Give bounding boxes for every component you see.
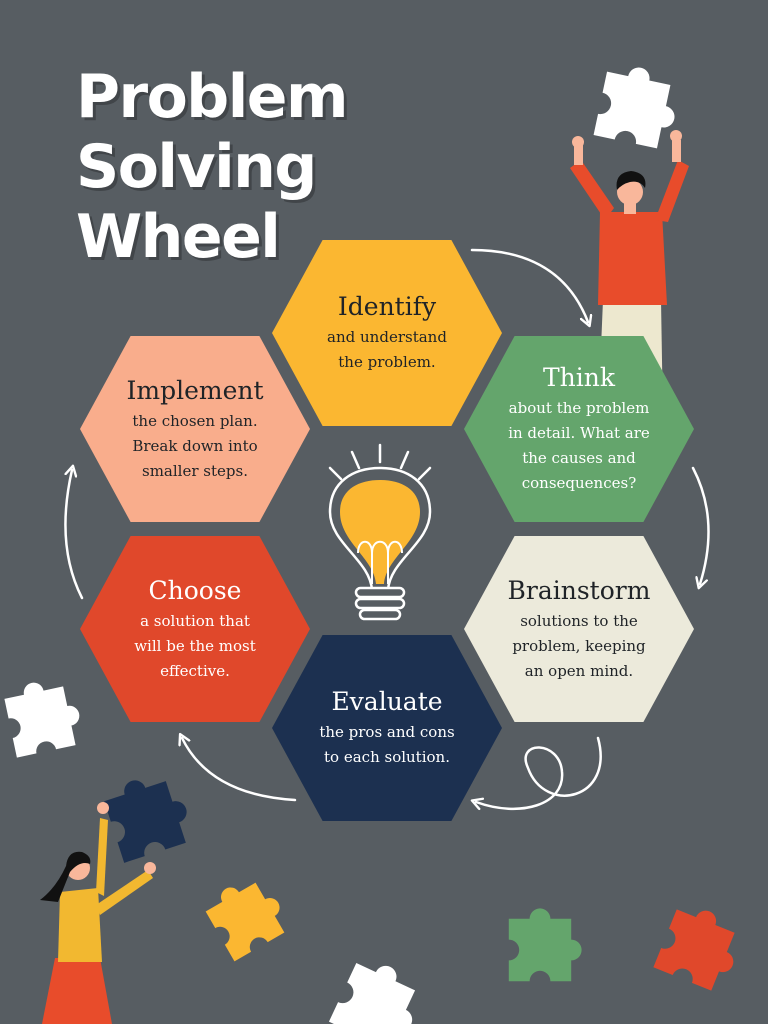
step-heading: Brainstorm xyxy=(507,575,651,605)
step-heading: Choose xyxy=(148,575,242,605)
puzzle-piece-icon xyxy=(508,908,582,982)
puzzle-piece-icon xyxy=(2,674,86,758)
page-title: Problem Solving Wheel xyxy=(76,62,349,272)
title-line-2: Solving xyxy=(76,132,317,202)
step-description: and understand the problem. xyxy=(327,328,447,371)
woman-figure xyxy=(40,802,156,1024)
step-description: the pros and cons to each solution. xyxy=(319,723,455,766)
step-heading: Implement xyxy=(126,375,264,405)
title-line-3: Wheel xyxy=(76,202,281,272)
step-identify: Identify and understand the problem. xyxy=(272,240,502,426)
puzzle-piece-icon xyxy=(593,61,684,151)
step-heading: Identify xyxy=(337,292,437,321)
step-description: about the problem in detail. What are th… xyxy=(508,399,650,492)
title-line-1: Problem xyxy=(76,62,349,132)
step-heading: Evaluate xyxy=(331,687,443,716)
step-brainstorm: Brainstorm solutions to the problem, kee… xyxy=(464,536,694,722)
step-description: solutions to the problem, keeping an ope… xyxy=(512,611,646,680)
step-description: the chosen plan. Break down into smaller… xyxy=(132,411,258,480)
step-description: a solution that will be the most effecti… xyxy=(134,611,256,680)
lightbulb-icon xyxy=(328,443,432,621)
step-think: Think about the problem in detail. What … xyxy=(464,336,694,522)
puzzle-piece-icon xyxy=(653,899,749,995)
step-heading: Think xyxy=(542,363,616,392)
step-implement: Implement the chosen plan. Break down in… xyxy=(80,336,310,522)
puzzle-piece-icon xyxy=(200,869,293,962)
curved-arrow-icon xyxy=(64,248,710,809)
step-choose: Choose a solution that will be the most … xyxy=(80,536,310,722)
puzzle-piece-icon xyxy=(328,953,430,1024)
puzzle-piece-icon xyxy=(100,767,197,863)
step-evaluate: Evaluate the pros and cons to each solut… xyxy=(272,635,502,821)
